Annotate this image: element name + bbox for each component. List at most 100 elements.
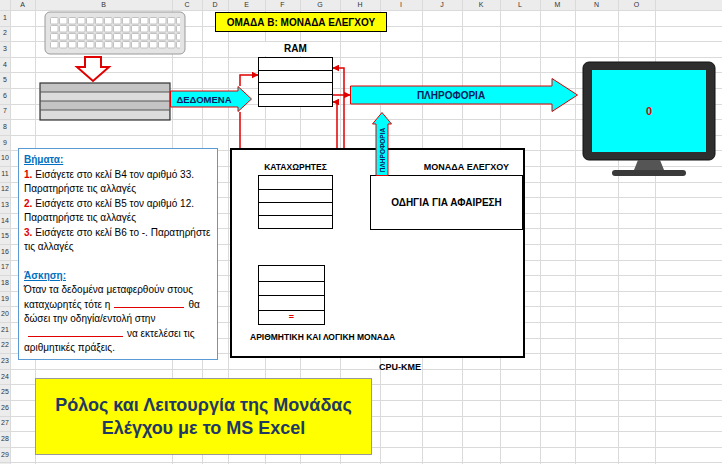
caption-box: Ρόλος και Λειτουργία της Μονάδας Ελέγχου… [35,378,372,455]
row-divider [259,202,332,203]
row-number: 24 [1,373,9,381]
arrow-label: ΔΕΔΟΜΕΝΑ [170,86,238,112]
input-device [40,83,170,120]
column-header: H [357,1,362,9]
row-number: 21 [1,326,9,334]
row-divider [259,281,324,282]
row-number: 7 [3,107,7,115]
row-number: 25 [1,388,9,396]
step-number: 1. [24,169,32,180]
row-number: 10 [1,154,9,162]
data-arrow: ΔΕΔΟΜΕΝΑ [170,86,252,112]
unit-heading: ΜΟΝΑΔΑ ΕΛΕΓΧΟΥ [370,160,523,174]
row-number: 27 [1,419,9,427]
memory-box: RAM [258,42,333,108]
row-divider [259,94,332,95]
panel-line: Βήματα: [24,153,212,168]
unit-heading: ΑΡΙΘΜΗΤΙΚΗ ΚΑΙ ΛΟΓΙΚΗ ΜΟΝΑΔΑ [250,332,395,343]
panel-line: 1.Εισάγετε στο κελί B4 τον αριθμό 33. Πα… [24,168,212,197]
answer-blank [114,298,184,308]
panel-line: Άσκηση: [24,269,212,284]
alu-box: =ΑΡΙΘΜΗΤΙΚΗ ΚΑΙ ΛΟΓΙΚΗ ΜΟΝΑΔΑ [258,265,428,343]
cpu-label: CPU-ΚΜΕ [230,361,525,373]
cpu-box: CPU-ΚΜΕ ΚΑΤΑΧΩΡΗΤΕΣ ΜΟΝΑΔΑ ΕΛΕΓΧΟΥ ΟΔΗΓΙΑ Γ… [230,148,525,373]
box-heading: ΚΑΤΑΧΩΡΗΤΕΣ [258,160,333,174]
box-heading: RAM [258,42,333,56]
row-divider [259,215,332,216]
input-arrow [77,57,109,81]
arrow-label: ΠΛΗΡΟΦΟΡΙΑ [350,78,552,112]
row-number: 11 [1,170,8,178]
row-divider [259,189,332,190]
information-up-arrow: ΠΛΗΡΟΦΟΡΙΑ [372,112,392,176]
row-number: 3 [3,45,7,53]
row-number: 26 [1,404,9,412]
row-number: 28 [1,435,9,443]
monitor [583,62,715,176]
column-header: M [555,1,561,9]
instruction-box: ΟΔΗΓΙΑ ΓΙΑ ΑΦΑΙΡΕΣΗ [370,175,523,230]
column-header: J [440,1,444,9]
panel-line: Όταν τα δεδομένα μεταφερθούν στους καταχ… [24,283,212,356]
column-header: O [634,1,639,9]
row-divider [259,70,332,71]
column-header: F [280,1,284,9]
row-number: 6 [3,92,7,100]
title-box: ΟΜΑΔΑ Β: ΜΟΝΑΔΑ ΕΛΕΓΧΟΥ [215,12,387,32]
row-number: 22 [1,341,9,349]
registers-box: ΚΑΤΑΧΩΡΗΤΕΣ [258,160,333,230]
step-text: Εισάγετε στο κελί B6 το -. Παρατηρήστε τ… [24,227,210,253]
slot-box [258,57,333,107]
column-header: C [184,1,189,9]
row-number: 17 [1,263,9,271]
row-number: 23 [1,357,9,365]
row-number: 18 [1,279,9,287]
column-header: G [317,1,322,9]
caption-text: Ρόλος και Λειτουργία της Μονάδας Ελέγχου… [46,394,361,440]
instruction-text: ΟΔΗΓΙΑ ΓΙΑ ΑΦΑΙΡΕΣΗ [391,197,502,208]
answer-blank [28,327,123,337]
row-number: 4 [3,61,7,69]
row-number: 19 [1,295,9,303]
row-number: 1 [3,14,7,22]
row-divider [259,82,332,83]
data-bus-line [333,94,350,96]
control-unit-box: ΜΟΝΑΔΑ ΕΛΕΓΧΟΥ ΟΔΗΓΙΑ ΓΙΑ ΑΦΑΙΡΕΣΗ [370,160,523,230]
monitor-screen: 0 [592,70,706,152]
result-sign: = [258,310,325,325]
information-arrow: ΠΛΗΡΟΦΟΡΙΑ [350,78,578,112]
title-text: ΟΜΑΔΑ Β: ΜΟΝΑΔΑ ΕΛΕΓΧΟΥ [227,17,375,28]
row-number: 13 [1,201,9,209]
column-header: D [212,1,217,9]
row-divider [259,310,324,311]
column-header: A [20,1,25,9]
column-header: I [400,1,402,9]
row-number: 20 [1,310,9,318]
arrow-label: ΠΛΗΡΟΦΟΡΙΑ [379,128,386,172]
row-number: 14 [1,217,9,225]
column-header: E [244,1,249,9]
steps-panel: Βήματα: 1.Εισάγετε στο κελί B4 τον αριθμό… [18,148,218,360]
column-header: B [101,1,106,9]
panel-line: 3.Εισάγετε στο κελί B6 το -. Παρατηρήστε… [24,226,212,255]
row-number: 2 [3,29,7,37]
data-bus-line [240,75,258,86]
row-number: 15 [1,232,9,240]
exercise-text: να εκτελέσει τις αριθμητικές πράξεις. [24,328,195,354]
column-header: L [518,1,522,9]
row-number: 29 [1,451,9,459]
screen-value: 0 [646,105,652,117]
step-text: Εισάγετε στο κελί B4 τον αριθμό 33. Παρα… [24,169,194,195]
row-number: 8 [3,123,7,131]
step-text: Εισάγετε στο κελί B5 τον αριθμό 12. Παρα… [24,198,194,224]
row-number: 12 [1,185,9,193]
slot-box [258,175,333,229]
row-divider [259,295,324,296]
column-header: K [479,1,484,9]
column-header: N [594,1,599,9]
row-number: 16 [1,248,9,256]
row-number: 5 [3,76,7,84]
section-heading: Βήματα: [24,154,63,165]
step-number: 3. [24,227,32,238]
keyboard-icon [45,12,185,54]
